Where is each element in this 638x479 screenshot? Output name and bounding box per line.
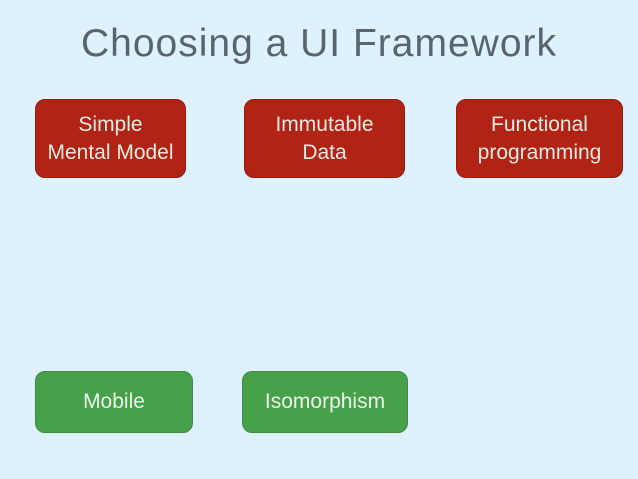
card-label-line: Mental Model (47, 140, 174, 164)
card-label-line: programming (477, 140, 602, 164)
card-label-line: Functional (491, 112, 588, 136)
card-mobile: Mobile (35, 371, 193, 433)
slide-title: Choosing a UI Framework (81, 22, 557, 65)
card-label-line: Immutable (275, 112, 374, 136)
card-simple-mental-model: Simple Mental Model (35, 99, 186, 178)
card-isomorphism: Isomorphism (242, 371, 408, 433)
card-label: Isomorphism (264, 390, 386, 413)
card-label: Mobile (83, 390, 145, 413)
card-functional-programming: Functional programming (456, 99, 623, 178)
card-label-line: Data (302, 140, 347, 164)
card-label-line: Simple (78, 112, 143, 136)
card-immutable-data: Immutable Data (244, 99, 405, 178)
